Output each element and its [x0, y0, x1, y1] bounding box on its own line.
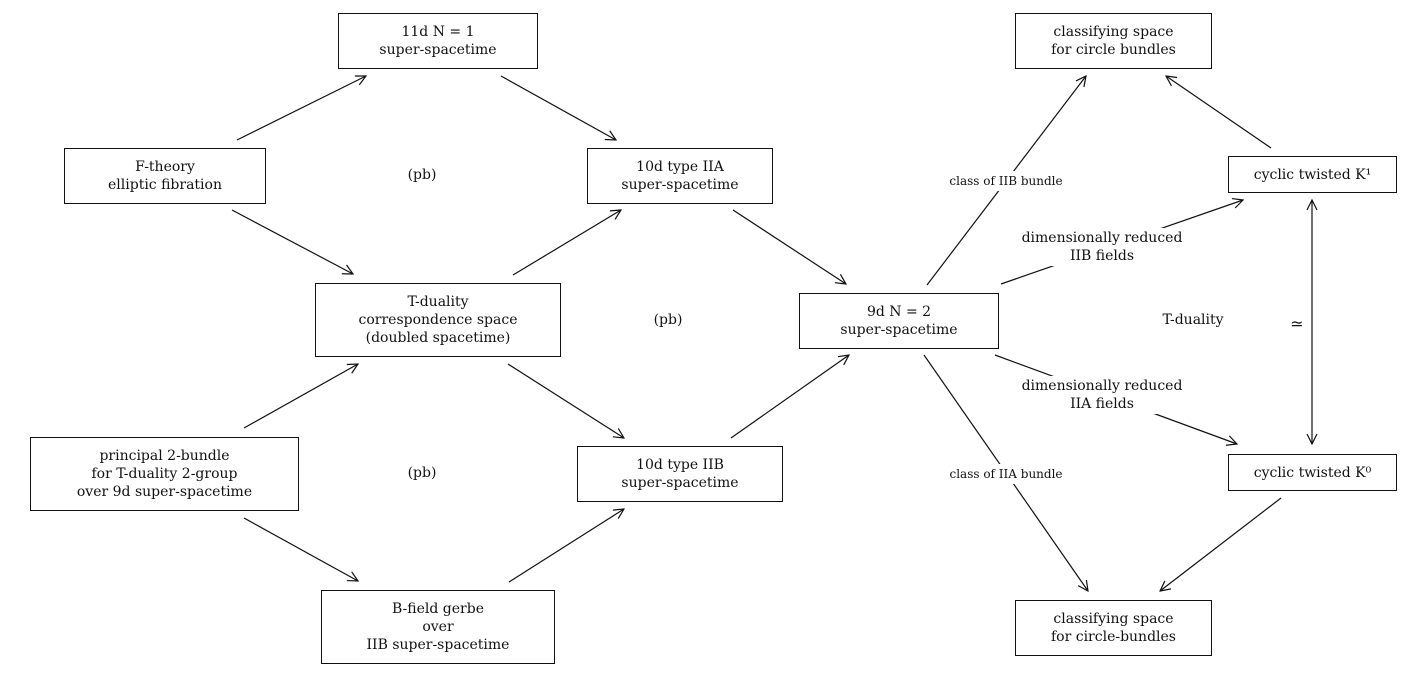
node-11d-spacetime: 11d N = 1 super-spacetime	[338, 13, 538, 69]
node-principal-2-bundle: principal 2-bundle for T-duality 2-group…	[30, 437, 299, 511]
node-classifying-space-bottom: classifying space for circle-bundles	[1015, 600, 1212, 656]
label-line: dimensionally reduced	[1021, 378, 1183, 394]
node-9d-spacetime: 9d N = 2 super-spacetime	[799, 293, 999, 349]
arrow-iib-to-9d	[730, 355, 849, 439]
arrow-11d-to-iia	[500, 75, 616, 140]
node-line: for circle bundles	[1051, 42, 1176, 58]
node-correspondence-space: T-duality correspondence space (doubled …	[315, 283, 561, 357]
arrow-correspondence-to-iia	[512, 210, 621, 276]
node-line: for circle-bundles	[1050, 629, 1176, 645]
label-line: dimensionally reduced	[1021, 230, 1183, 246]
node-line: T-duality	[407, 294, 469, 310]
node-line: 10d type IIB	[636, 457, 724, 473]
node-type-iib: 10d type IIB super-spacetime	[577, 446, 783, 502]
node-f-theory: F-theory elliptic fibration	[64, 148, 266, 204]
node-b-field-gerbe: B-field gerbe over IIB super-spacetime	[321, 590, 555, 664]
arrow-k0-to-classifying-bottom	[1160, 497, 1282, 591]
node-cyclic-twisted-k0: cyclic twisted K⁰	[1228, 454, 1397, 491]
node-line: over	[422, 619, 454, 635]
arrow-iia-to-9d	[732, 209, 846, 284]
node-line: 11d N = 1	[401, 24, 475, 40]
node-line: super-spacetime	[621, 177, 739, 193]
edge-label-reduced-iib: dimensionally reduced IIB fields	[1017, 228, 1187, 266]
arrow-ftheory-to-correspondence	[231, 209, 353, 274]
pullback-label-middle: (pb)	[653, 312, 683, 328]
arrow-gerbe-to-iib	[508, 509, 624, 583]
node-line: classifying space	[1053, 611, 1174, 627]
label-line: IIA fields	[1070, 396, 1134, 412]
node-line: super-spacetime	[379, 42, 497, 58]
node-line: (doubled spacetime)	[365, 330, 511, 346]
arrow-bundle-to-gerbe	[243, 517, 358, 581]
node-line: super-spacetime	[840, 322, 958, 338]
node-cyclic-twisted-k1: cyclic twisted K¹	[1228, 156, 1397, 193]
arrow-k1-to-classifying-top	[1166, 76, 1272, 149]
node-line: for T-duality 2-group	[91, 466, 238, 482]
node-line: cyclic twisted K⁰	[1253, 464, 1372, 481]
node-line: 10d type IIA	[636, 159, 724, 175]
node-line: B-field gerbe	[392, 601, 484, 617]
equivalence-symbol: ≃	[1290, 314, 1304, 333]
edge-label-class-iia: class of IIA bundle	[945, 464, 1067, 484]
node-line: principal 2-bundle	[99, 448, 230, 464]
node-classifying-space-top: classifying space for circle bundles	[1015, 13, 1212, 69]
arrow-correspondence-to-iib	[507, 363, 624, 438]
pullback-label-top: (pb)	[407, 167, 437, 183]
label-line: IIB fields	[1069, 248, 1135, 264]
node-line: IIB super-spacetime	[366, 637, 510, 653]
node-line: classifying space	[1053, 24, 1174, 40]
node-line: super-spacetime	[621, 475, 739, 491]
node-line: correspondence space	[358, 312, 518, 328]
node-line: over 9d super-spacetime	[76, 484, 253, 500]
arrow-bundle-to-correspondence	[243, 364, 358, 429]
t-duality-label: T-duality	[1162, 312, 1224, 328]
pullback-label-bottom: (pb)	[407, 465, 437, 481]
edge-label-class-iib: class of IIB bundle	[945, 171, 1067, 191]
node-line: F-theory	[135, 159, 195, 175]
node-line: 9d N = 2	[866, 304, 932, 320]
node-type-iia: 10d type IIA super-spacetime	[587, 148, 773, 204]
arrow-ftheory-to-11d	[236, 76, 366, 141]
node-line: cyclic twisted K¹	[1253, 166, 1372, 183]
node-line: elliptic fibration	[108, 177, 222, 193]
edge-label-reduced-iia: dimensionally reduced IIA fields	[1017, 376, 1187, 414]
